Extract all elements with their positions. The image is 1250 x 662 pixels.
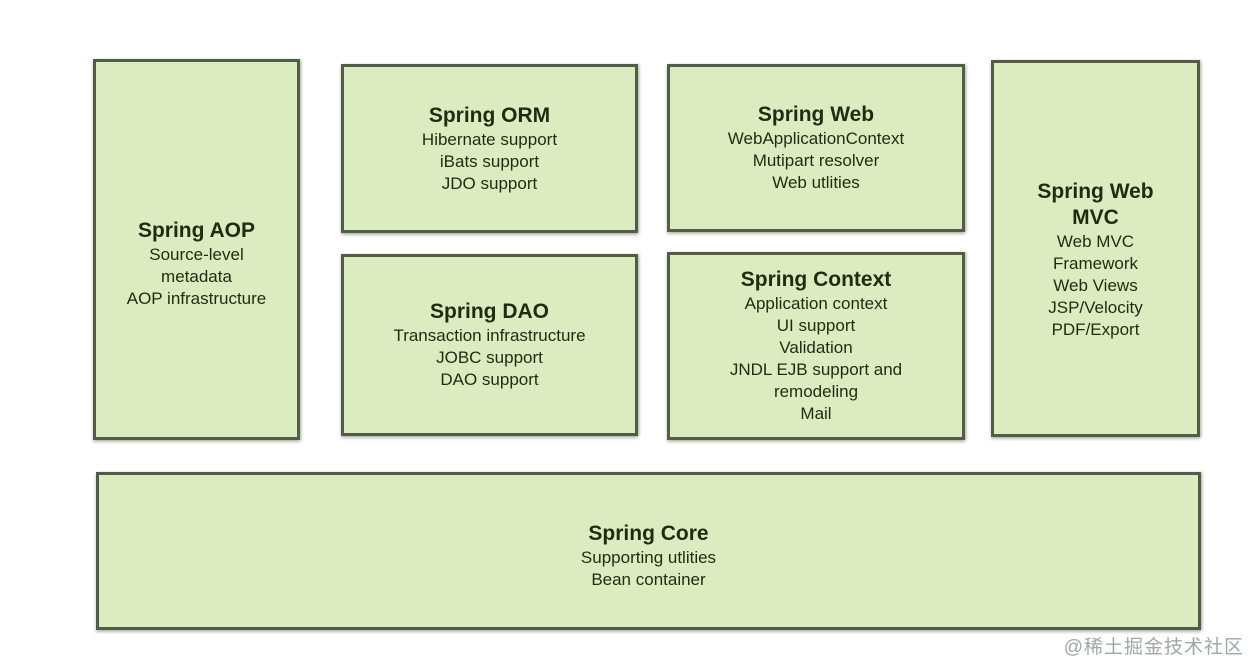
module-feature: JNDL EJB support and xyxy=(729,360,903,379)
module-feature: Bean container xyxy=(591,570,706,589)
module-spring-core: Spring Core Supporting utlities Bean con… xyxy=(96,472,1201,630)
module-title: Spring AOP xyxy=(137,218,256,242)
module-title: MVC xyxy=(1072,205,1119,229)
module-feature: WebApplicationContext xyxy=(727,129,905,148)
module-spring-dao: Spring DAO Transaction infrastructure JO… xyxy=(341,254,638,436)
module-feature: JOBC support xyxy=(436,348,543,367)
module-feature: JDO support xyxy=(441,173,538,193)
module-feature: Web utlities xyxy=(772,173,860,192)
module-title: Spring DAO xyxy=(430,300,549,323)
module-feature: Validation xyxy=(779,338,853,357)
module-feature: Transaction infrastructure xyxy=(393,326,586,345)
module-title: Spring Core xyxy=(588,522,709,545)
module-feature: DAO support xyxy=(440,370,539,389)
module-feature: metadata xyxy=(161,266,232,286)
module-spring-context: Spring Context Application context UI su… xyxy=(667,252,965,440)
module-feature: Mail xyxy=(800,404,832,423)
module-spring-aop: Spring AOP Source-level metadata AOP inf… xyxy=(93,59,300,440)
module-feature: Mutipart resolver xyxy=(752,151,880,170)
module-spring-orm: Spring ORM Hibernate support iBats suppo… xyxy=(341,64,638,233)
module-feature: AOP infrastructure xyxy=(126,288,267,308)
module-feature: Web MVC xyxy=(1056,231,1135,251)
module-title: Spring Context xyxy=(740,268,892,291)
module-feature: JSP/Velocity xyxy=(1048,297,1143,317)
module-feature: Source-level xyxy=(149,244,244,264)
juejin-watermark: @稀土掘金技术社区 xyxy=(1063,637,1244,658)
module-title: Spring Web xyxy=(1037,179,1154,203)
module-feature: iBats support xyxy=(439,151,540,171)
module-title: Spring Web xyxy=(757,103,875,126)
module-title: Spring ORM xyxy=(428,103,551,127)
module-spring-web-mvc: Spring Web MVC Web MVC Framework Web Vie… xyxy=(991,60,1200,437)
module-feature: Web Views xyxy=(1053,275,1138,295)
module-feature: UI support xyxy=(776,316,856,335)
module-feature: Framework xyxy=(1052,253,1138,273)
module-feature: PDF/Export xyxy=(1051,319,1140,339)
module-spring-web: Spring Web WebApplicationContext Mutipar… xyxy=(667,64,965,232)
module-feature: Application context xyxy=(744,294,888,313)
module-feature: Supporting utlities xyxy=(580,548,717,567)
module-feature: Hibernate support xyxy=(421,129,558,149)
module-feature: remodeling xyxy=(773,382,859,401)
